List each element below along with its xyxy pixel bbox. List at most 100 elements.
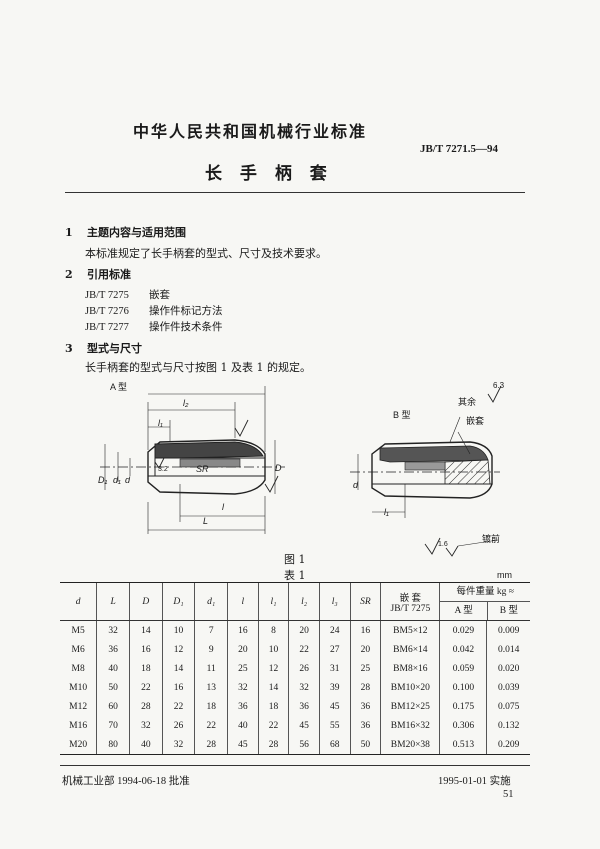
table-cell: 25	[227, 659, 259, 678]
dim-l: l	[222, 502, 224, 512]
table-cell: 16	[227, 620, 259, 640]
table-cell: 36	[349, 697, 381, 716]
weight-b-header: B 型	[499, 606, 518, 616]
table-cell: 10	[257, 640, 289, 659]
col-header-l1: l₁	[257, 583, 289, 621]
section-2-number: 2	[65, 268, 73, 281]
table-1: d L D D₁ d₁ l l₁ l₂ l₃ SR 嵌 套 JB/T 7275 …	[60, 582, 530, 755]
table-cell: 36	[96, 640, 130, 659]
col-header-d1: d₁	[194, 583, 228, 621]
reference-name: 嵌套	[149, 290, 170, 301]
table-cell: M8	[71, 663, 85, 674]
table-cell: 8	[257, 620, 289, 640]
table-cell: 0.306	[439, 716, 487, 735]
table-title: 表 1	[284, 569, 306, 582]
table-cell: 40	[96, 659, 130, 678]
weight-header: 每件重量 kg ≈	[440, 583, 530, 602]
table-cell: M16	[69, 720, 88, 731]
reference-name: 操作件技术条件	[149, 322, 223, 333]
table-cell: 7	[194, 620, 228, 640]
section-2-title: 引用标准	[87, 268, 131, 281]
weight-a-header: A 型	[440, 602, 488, 620]
reference-code: JB/T 7277	[85, 322, 129, 333]
roughness-main-value: 6.3	[493, 381, 505, 390]
reference-code: JB/T 7275	[85, 290, 129, 301]
table-cell: 60	[96, 697, 130, 716]
table-cell: 14	[161, 659, 195, 678]
dim-SR: SR	[196, 464, 209, 474]
table-cell: M6	[71, 644, 85, 655]
section-1-heading: 1 主题内容与适用范围	[65, 224, 186, 240]
dim-d-b: d	[353, 480, 359, 490]
table-cell: 70	[96, 716, 130, 735]
table-cell: 0.029	[439, 620, 487, 640]
footer-rule	[60, 765, 530, 766]
table-cell: 0.209	[486, 735, 530, 754]
table-cell: 36	[349, 716, 381, 735]
table-header-row: d L D D₁ d₁ l l₁ l₂ l₃ SR 嵌 套 JB/T 7275 …	[60, 583, 530, 621]
standard-code: JB/T 7271.5—94	[420, 143, 499, 155]
table-cell: 22	[161, 697, 195, 716]
reference-name: 操作件标记方法	[149, 306, 223, 317]
table-cell: 45	[227, 735, 259, 754]
table-cell: 0.132	[486, 716, 530, 735]
table-cell: 20	[288, 620, 320, 640]
table-cell: 18	[257, 697, 289, 716]
table-cell: 26	[161, 716, 195, 735]
table-cell: 0.014	[486, 640, 530, 659]
table-cell: 14	[128, 620, 163, 640]
table-cell: 12	[161, 640, 195, 659]
roughness-sub-value: 1.6	[438, 541, 448, 548]
table-cell: 40	[128, 735, 163, 754]
insert-label: 嵌套	[466, 416, 485, 426]
table-cell: M12	[69, 701, 88, 712]
table-cell: 0.020	[486, 659, 530, 678]
dim-l2: l₂	[183, 398, 189, 408]
table-cell: 32	[227, 678, 259, 697]
table-cell: 50	[96, 678, 130, 697]
table-cell: 50	[349, 735, 381, 754]
section-1-title: 主题内容与适用范围	[87, 226, 186, 239]
type-a-label: A 型	[110, 382, 128, 392]
table-cell: BM20×38	[380, 735, 440, 754]
table-cell: 56	[288, 735, 320, 754]
table-cell: BM6×14	[380, 640, 440, 659]
table-unit: mm	[497, 570, 512, 580]
table-cell: BM16×32	[380, 716, 440, 735]
table-cell: 9	[194, 640, 228, 659]
table-cell: 28	[194, 735, 228, 754]
table-cell: 32	[161, 735, 195, 754]
table-cell: 18	[194, 697, 228, 716]
reference-item: JB/T 7275 嵌套	[85, 287, 170, 302]
table-cell: M20	[69, 739, 88, 750]
type-a-drawing	[100, 386, 285, 534]
table-cell: 14	[257, 678, 289, 697]
section-1-text: 本标准规定了长手柄套的型式、尺寸及技术要求。	[85, 247, 327, 260]
dim-l1: l₁	[158, 418, 163, 428]
table-cell: 68	[318, 735, 351, 754]
section-3-title: 型式与尺寸	[87, 342, 142, 355]
table-cell: M10	[69, 682, 88, 693]
col-header-d: d	[60, 583, 97, 621]
table-cell: 0.075	[486, 697, 530, 716]
org-title: 中华人民共和国机械行业标准	[133, 122, 368, 141]
table-cell: 28	[349, 678, 381, 697]
table-cell: 0.513	[439, 735, 487, 754]
section-3-text: 长手柄套的型式与尺寸按图 1 及表 1 的规定。	[85, 361, 311, 374]
table-cell: 0.175	[439, 697, 487, 716]
table-cell: 18	[128, 659, 163, 678]
dim-D: D	[275, 463, 282, 473]
table-cell: 20	[349, 640, 381, 659]
table-cell: 36	[288, 697, 320, 716]
section-1-number: 1	[65, 226, 73, 239]
table-cell: 31	[318, 659, 351, 678]
table-cell: 16	[128, 640, 163, 659]
table-cell: 28	[128, 697, 163, 716]
dim-l1-b: l₁	[384, 507, 389, 517]
